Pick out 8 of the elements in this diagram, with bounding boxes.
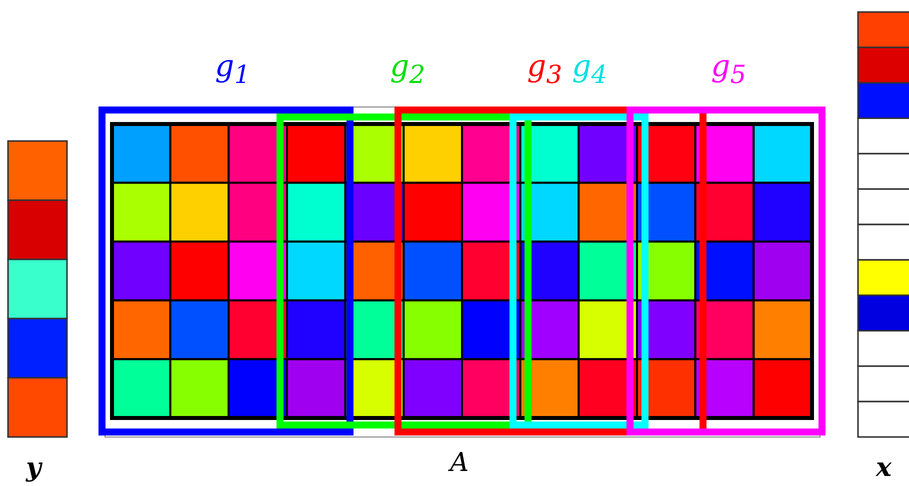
vector-label: y — [26, 455, 42, 481]
group-label: g$_{2}$ — [390, 52, 426, 87]
group-label: g$_{3}$ — [527, 52, 562, 87]
matrix-label: A — [450, 450, 469, 476]
group-label: g$_{1}$ — [215, 52, 250, 87]
group-label: g$_{4}$ — [572, 52, 608, 87]
group-label: g$_{5}$ — [711, 52, 746, 87]
vector-label: x — [876, 455, 892, 481]
